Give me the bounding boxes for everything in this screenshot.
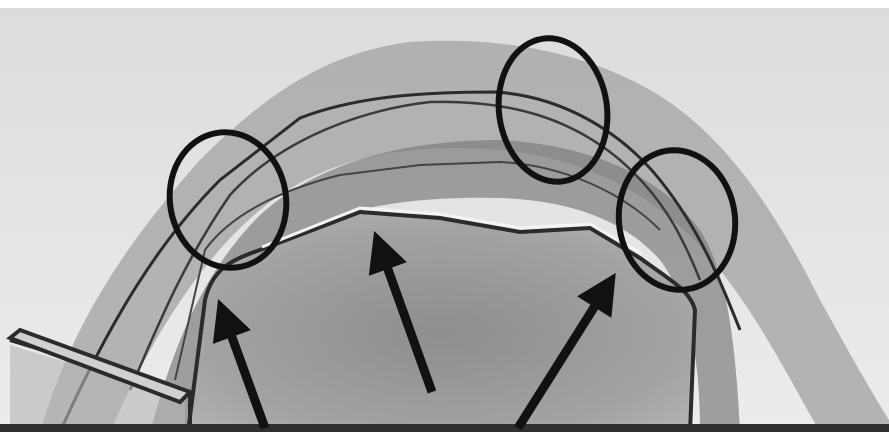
bottom-border <box>0 424 889 432</box>
top-border <box>0 0 889 8</box>
